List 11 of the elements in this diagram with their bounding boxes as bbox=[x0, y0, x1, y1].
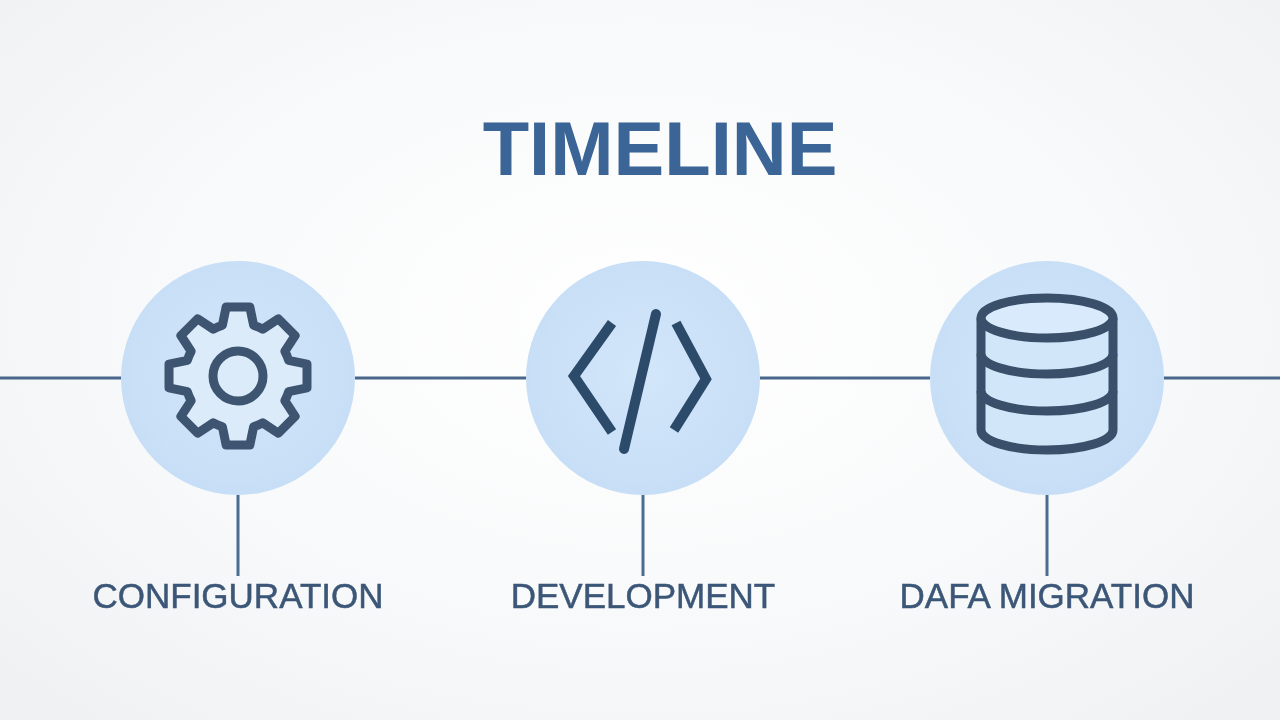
connector-line bbox=[236, 495, 240, 576]
timeline-line bbox=[0, 376, 121, 380]
step-label: CONFIGURATION bbox=[92, 576, 384, 617]
timeline-line bbox=[1164, 376, 1280, 380]
connector-line bbox=[641, 495, 645, 576]
step-label: DAFA MIGRATION bbox=[899, 576, 1195, 617]
timeline-line bbox=[355, 376, 526, 380]
timeline-line bbox=[760, 376, 930, 380]
title: TIMELINE bbox=[482, 111, 838, 187]
step-label: DEVELOPMENT bbox=[510, 576, 776, 617]
connector-line bbox=[1045, 495, 1049, 576]
